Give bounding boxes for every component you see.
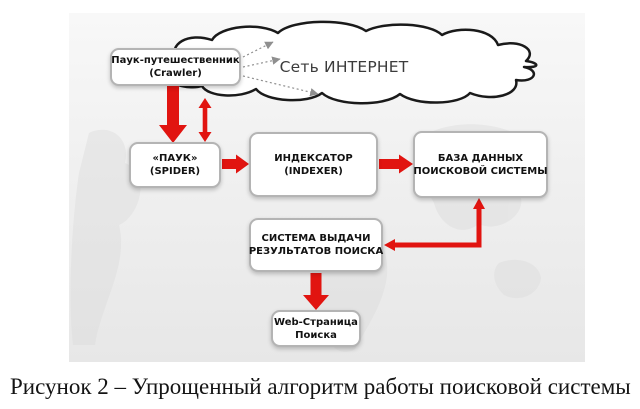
arrow-results-to-webpage bbox=[303, 273, 329, 310]
node-spider-line2: (SPIDER) bbox=[149, 166, 201, 177]
node-indexer-line1: ИНДЕКСАТОР bbox=[274, 152, 353, 164]
node-indexer-line2: (INDEXER) bbox=[284, 165, 343, 177]
arrow-spider-to-indexer bbox=[222, 154, 249, 174]
node-database-line1: БАЗА ДАННЫХ bbox=[437, 152, 524, 164]
node-spider-line1: «ПАУК» bbox=[152, 153, 198, 164]
figure-caption: Рисунок 2 – Упрощенный алгоритм работы п… bbox=[10, 374, 631, 399]
internet-cloud bbox=[165, 20, 538, 105]
node-spider: «ПАУК» (SPIDER) bbox=[129, 142, 221, 188]
node-results: СИСТЕМА ВЫДАЧИ РЕЗУЛЬТАТОВ ПОИСКА bbox=[249, 218, 383, 272]
figure-panel: Сеть ИНТЕРНЕТ Паук-путешественник (Crawl… bbox=[69, 13, 585, 362]
node-results-line1: СИСТЕМА ВЫДАЧИ bbox=[261, 233, 371, 244]
node-indexer: ИНДЕКСАТОР (INDEXER) bbox=[249, 132, 378, 197]
node-webpage-line2: Поиска bbox=[295, 329, 337, 341]
crawler-to-cloud-arrows bbox=[242, 41, 319, 97]
node-results-line2: РЕЗУЛЬТАТОВ ПОИСКА bbox=[248, 246, 384, 257]
node-webpage: Web-Страница Поиска bbox=[271, 310, 361, 347]
node-webpage-line1: Web-Страница bbox=[274, 316, 358, 328]
node-crawler-line1: Паук-путешественник bbox=[111, 55, 240, 66]
arrow-spider-internet-two-way bbox=[198, 98, 212, 142]
node-database-line2: ПОИСКОВОЙ СИСТЕМЫ bbox=[413, 165, 548, 177]
node-database: БАЗА ДАННЫХ ПОИСКОВОЙ СИСТЕМЫ bbox=[413, 131, 548, 198]
internet-cloud-label: Сеть ИНТЕРНЕТ bbox=[279, 58, 409, 76]
arrow-database-results-two-way bbox=[384, 198, 485, 251]
node-crawler-line2: (Crawler) bbox=[149, 68, 202, 79]
arrow-indexer-to-database bbox=[379, 154, 413, 174]
node-crawler: Паук-путешественник (Crawler) bbox=[110, 48, 241, 86]
arrow-crawler-to-spider bbox=[159, 85, 187, 143]
